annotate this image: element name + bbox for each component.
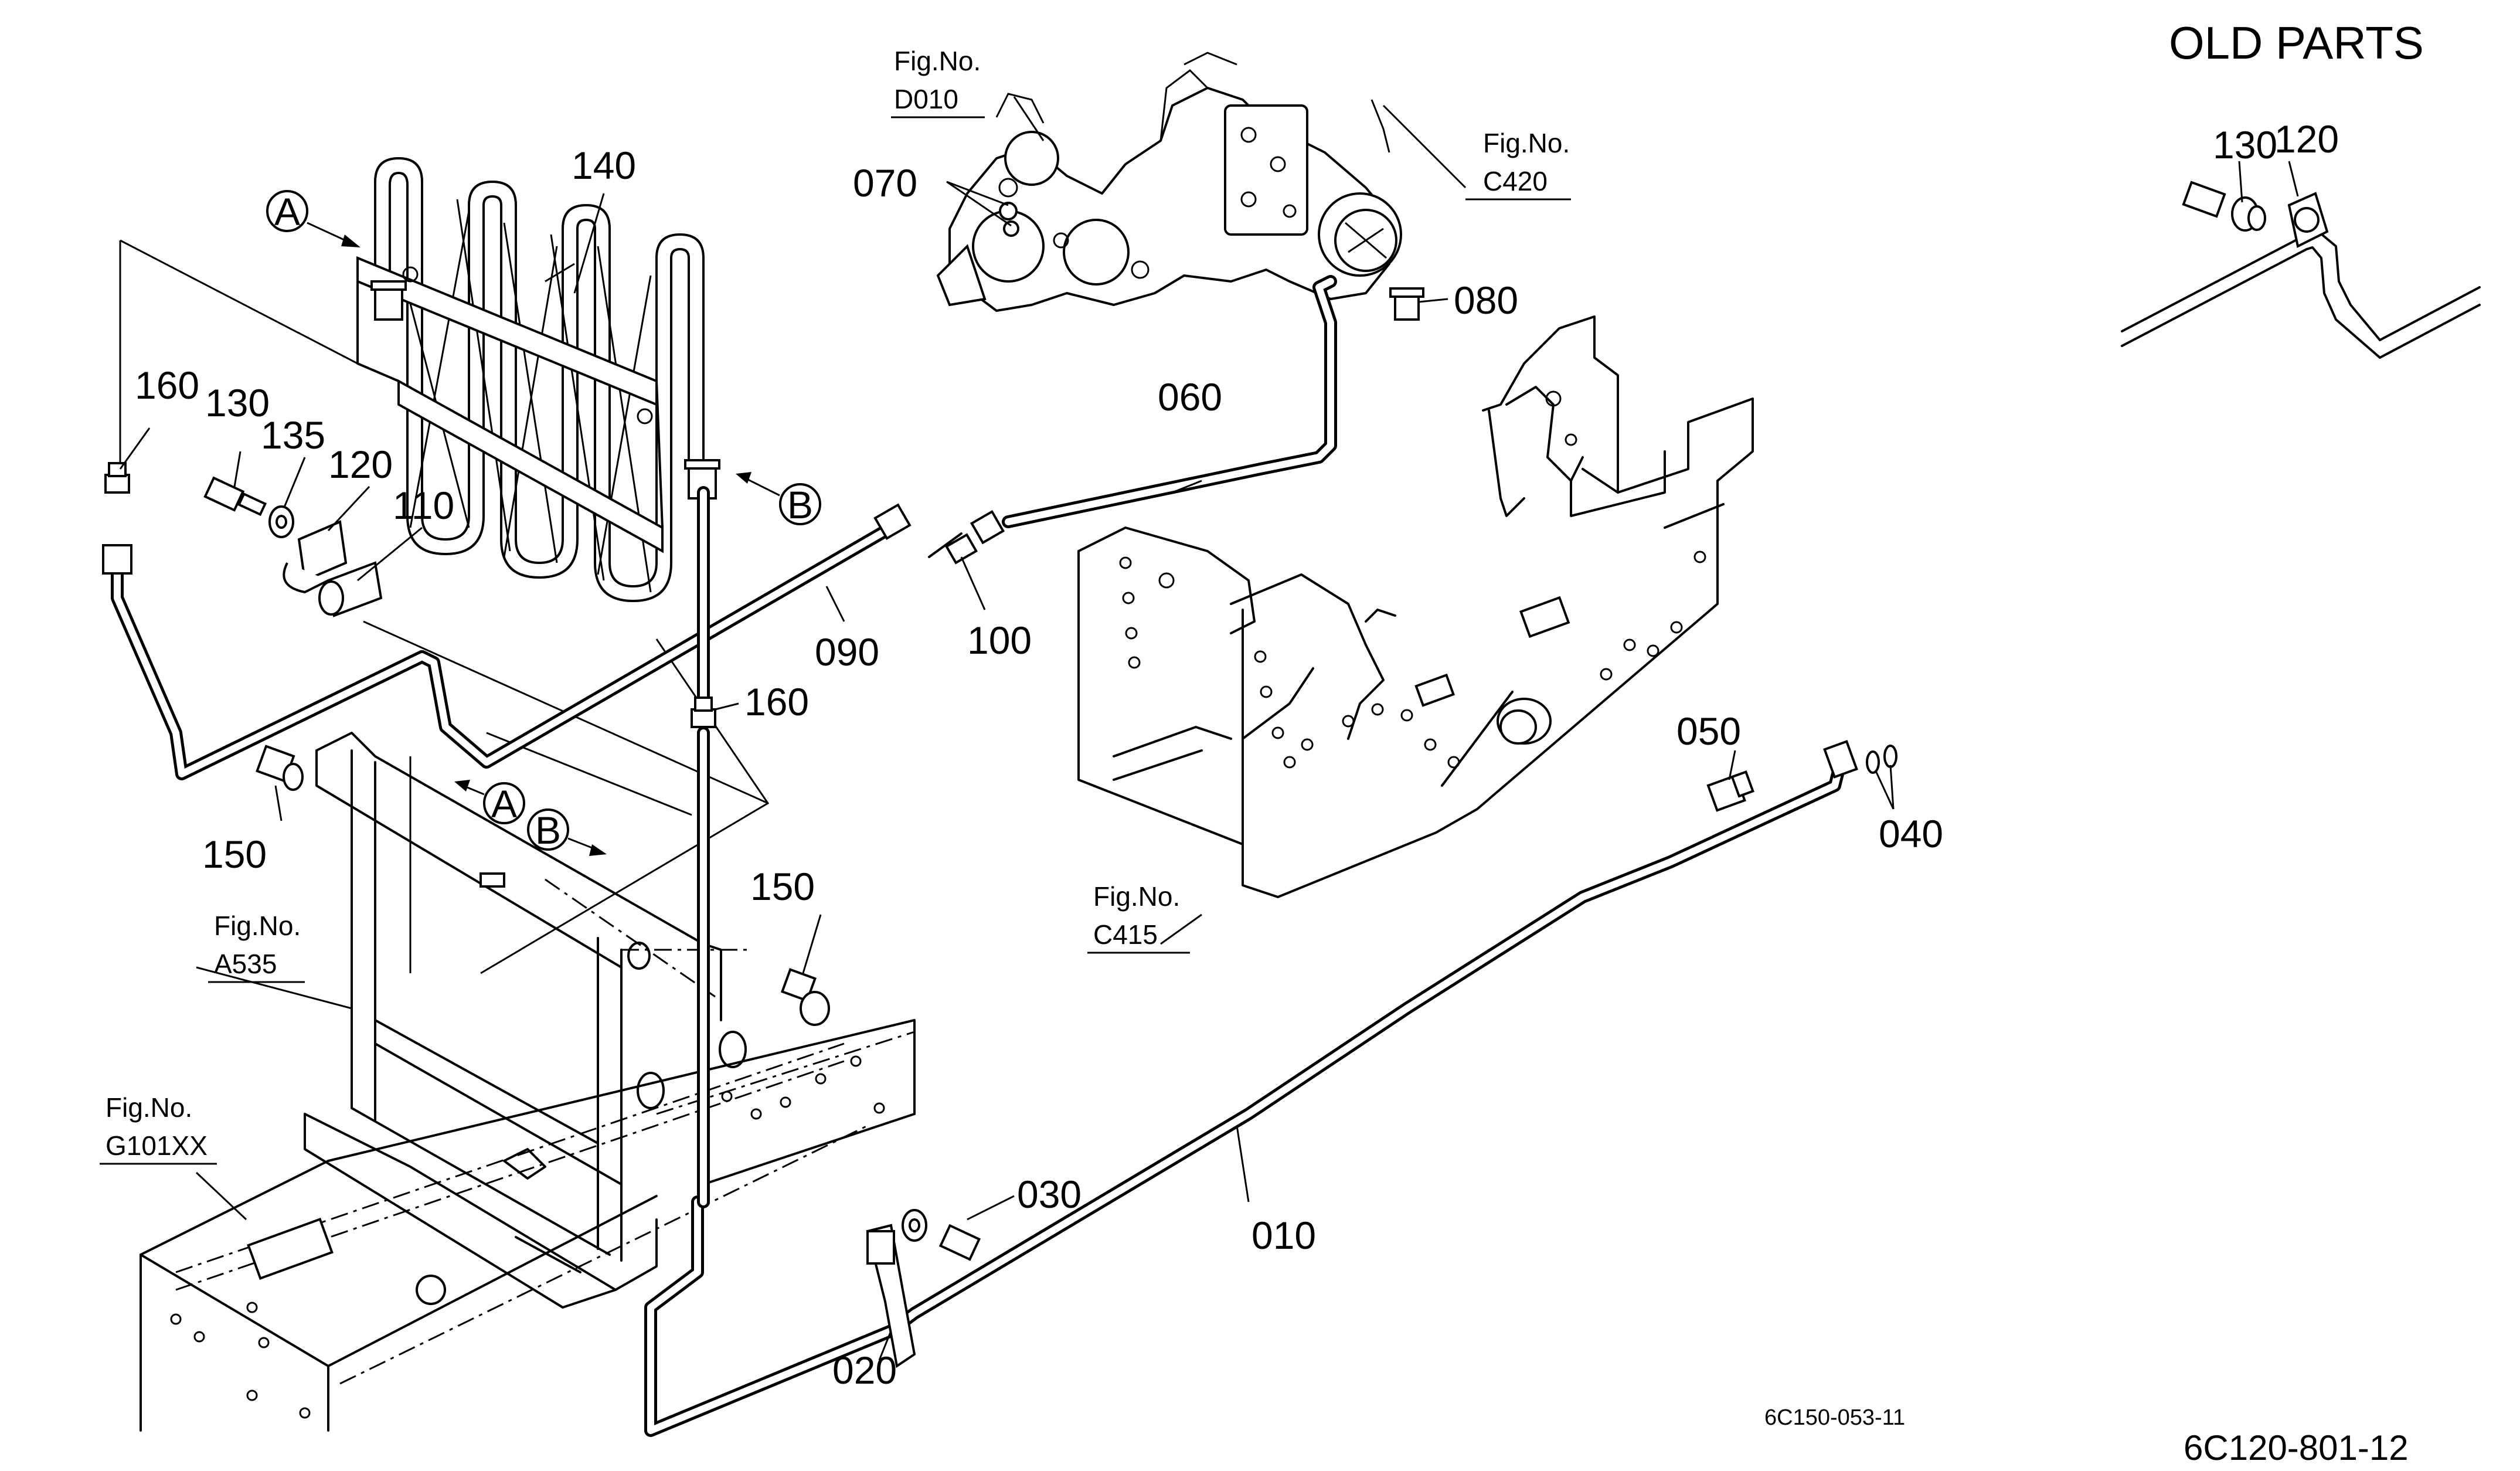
part-135-washer [268, 505, 294, 538]
part-020-clamp [866, 1224, 916, 1368]
part-070-fittings [999, 202, 1019, 237]
fig-ref-c415-number: C415 [1093, 919, 1158, 950]
label-060: 060 [1158, 375, 1222, 419]
label-135: 135 [261, 413, 325, 457]
fig-ref-c420: Fig.No. C420 [1465, 128, 1571, 201]
label-160-middle: 160 [744, 680, 809, 723]
condenser-coil-140 [356, 157, 720, 602]
label-150-left: 150 [202, 833, 267, 876]
old-bolt-130 [2182, 181, 2266, 232]
label-120: 120 [328, 443, 393, 486]
part-160-left [102, 462, 132, 575]
callout-b-top: B [736, 472, 821, 526]
callout-a-bottom-label: A [491, 782, 517, 825]
label-050: 050 [1676, 709, 1741, 753]
callout-b-bottom: B [527, 808, 607, 856]
part-number-labels: 140 160 130 135 120 110 090 100 160 060 … [135, 144, 1943, 1392]
part-150-left [256, 745, 304, 791]
part-090-fitting [873, 503, 912, 541]
label-090: 090 [815, 630, 879, 674]
label-130: 130 [205, 381, 270, 424]
engine-assembly [936, 52, 1402, 312]
old-label-130: 130 [2213, 123, 2277, 167]
old-label-120: 120 [2274, 117, 2339, 161]
label-140: 140 [572, 144, 636, 187]
part-030-bolt [902, 1209, 981, 1261]
part-100-fitting [928, 509, 1005, 565]
part-040-fittings [1823, 740, 1897, 779]
label-020: 020 [832, 1348, 897, 1392]
old-clamp-120 [2287, 192, 2329, 248]
fig-ref-c420-prefix: Fig.No. [1483, 128, 1570, 158]
bracket-a535 [304, 732, 747, 1309]
label-010: 010 [1252, 1214, 1316, 1257]
fig-ref-a535: Fig.No. A535 [208, 911, 305, 983]
callout-b-bottom-label: B [535, 808, 561, 852]
old-parts-inset: OLD PARTS 130 120 [2121, 17, 2481, 359]
label-160-left: 160 [135, 363, 199, 407]
pipe-060 [1002, 275, 1337, 528]
old-parts-title: OLD PARTS [2169, 17, 2424, 69]
page-code: 6C120-801-12 [2184, 1428, 2409, 1467]
pipe-090 [111, 521, 897, 780]
label-110: 110 [393, 484, 454, 527]
fig-ref-g101xx-number: G101XX [106, 1130, 208, 1161]
part-050-fitting [1706, 770, 1754, 812]
fig-ref-g101xx: Fig.No. G101XX [100, 1092, 217, 1165]
coil-fitting-right [684, 459, 720, 500]
label-150-right: 150 [750, 865, 815, 908]
fig-ref-d010: Fig.No. D010 [891, 46, 985, 118]
fig-ref-a535-number: A535 [214, 949, 277, 979]
part-110-tube [318, 561, 383, 617]
fig-ref-c415-prefix: Fig.No. [1093, 881, 1180, 912]
callout-b-top-label: B [787, 483, 813, 526]
pipe-010 [644, 756, 1847, 1437]
fig-ref-d010-prefix: Fig.No. [894, 46, 981, 76]
part-130-bolt [203, 476, 267, 517]
fig-ref-c415: Fig.No. C415 [1087, 881, 1190, 954]
label-080: 080 [1454, 278, 1518, 322]
label-070: 070 [853, 161, 917, 205]
fig-ref-a535-prefix: Fig.No. [214, 911, 301, 941]
callout-a-top: A [266, 190, 361, 247]
label-100: 100 [967, 619, 1032, 662]
part-160-middle [691, 697, 716, 728]
chassis-frame-c415 [1077, 315, 1754, 898]
callout-a-top-label: A [274, 190, 300, 233]
label-030: 030 [1017, 1173, 1082, 1216]
fig-ref-g101xx-prefix: Fig.No. [106, 1092, 192, 1123]
label-040: 040 [1879, 812, 1943, 855]
fig-ref-d010-number: D010 [894, 84, 958, 114]
coil-fitting-left [370, 280, 407, 321]
drawing-code: 6C150-053-11 [1764, 1405, 1905, 1430]
callout-a-bottom: A [454, 780, 525, 825]
part-150-right [780, 968, 830, 1026]
part-120-clamp [283, 520, 348, 594]
fig-ref-c420-number: C420 [1483, 166, 1548, 196]
leader-lines [119, 96, 1895, 1361]
part-080-plug [1389, 287, 1424, 321]
